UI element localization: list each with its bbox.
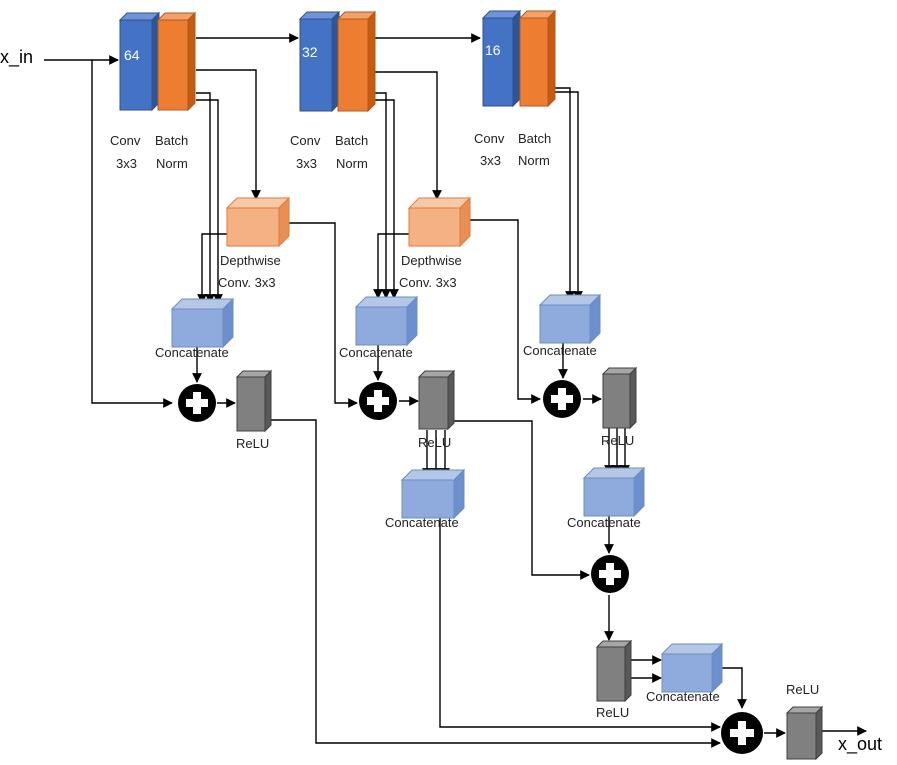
stage-3: 16 Conv 3x3 Batch Norm Concatenate ReLU — [474, 9, 724, 720]
depthwise-block-2 — [407, 196, 472, 248]
relu-block-final — [785, 705, 824, 761]
relu-3-label: ReLU — [601, 433, 634, 448]
conv-3-filters: 16 — [485, 42, 501, 58]
concat6-to-final-add — [722, 667, 747, 709]
stage-2: 32 Conv 3x3 Batch Norm Depthwise Conv. 3… — [290, 10, 472, 530]
output-stage: ReLU — [721, 682, 824, 761]
conv-1-label-line2: 3x3 — [116, 156, 137, 171]
concat-2-label: Concatenate — [339, 345, 413, 360]
relu-block-3 — [601, 366, 638, 430]
bn3-to-concat3-a — [553, 87, 575, 301]
stage-1: 64 Conv 3x3 Batch Norm Depthwise Conv. 3… — [110, 11, 291, 451]
depthwise-2-label-line2: Conv. 3x3 — [399, 275, 457, 290]
bn1-to-dw1-arrow — [196, 69, 261, 200]
add-node-final — [721, 712, 763, 754]
depthwise-1-label-line2: Conv. 3x3 — [218, 275, 276, 290]
concat-block-6 — [660, 642, 724, 694]
conv-block-2: 32 — [298, 10, 341, 113]
depthwise-2-label-line1: Depthwise — [401, 253, 462, 268]
bn2-to-concat2-b — [373, 99, 399, 299]
concat-block-2 — [354, 295, 419, 347]
concat-block-3 — [538, 293, 602, 345]
add-node-1 — [178, 384, 216, 422]
concat-3-label: Concatenate — [523, 343, 597, 358]
conv-block-1: 64 — [118, 11, 161, 112]
connections — [44, 33, 867, 748]
batchnorm-block-3 — [518, 9, 557, 108]
bn-2-label-line1: Batch — [335, 133, 368, 148]
output-label: x_out — [838, 734, 882, 755]
concat-block-1 — [170, 297, 235, 349]
bn-3-label-line2: Norm — [518, 153, 550, 168]
conv-2-label-line1: Conv — [290, 133, 321, 148]
concat4-to-final-add — [439, 518, 721, 732]
bn2-to-concat2-a — [373, 92, 391, 299]
relu2-to-add4 — [452, 420, 590, 580]
concat-1-label: Concatenate — [155, 345, 229, 360]
depthwise-1-label-line1: Depthwise — [220, 253, 281, 268]
bn2-to-dw2-arrow — [373, 71, 442, 200]
conv-3-label-line1: Conv — [474, 131, 505, 146]
relu-final-label: ReLU — [786, 682, 819, 697]
add-node-3 — [543, 380, 581, 418]
batchnorm-block-1 — [156, 11, 197, 112]
input-label: x_in — [0, 47, 33, 68]
relu1-to-final-add — [268, 419, 721, 748]
concat-block-5 — [582, 466, 646, 518]
skip-input-to-add1 — [91, 60, 173, 408]
dw1-to-concat1 — [197, 233, 228, 304]
depthwise-block-1 — [225, 196, 291, 248]
concat-block-4 — [400, 468, 466, 520]
conv-3-label-line2: 3x3 — [480, 153, 501, 168]
conv-1-label-line1: Conv — [110, 133, 141, 148]
conv-2-label-line2: 3x3 — [296, 156, 317, 171]
add-node-2 — [359, 382, 397, 420]
dw2-to-add3 — [468, 219, 541, 404]
bn-3-label-line1: Batch — [518, 131, 551, 146]
bn-1-label-line1: Batch — [155, 133, 188, 148]
conv-2-filters: 32 — [302, 44, 318, 60]
add-node-4 — [591, 555, 629, 593]
bn1-to-concat1-a — [196, 92, 215, 304]
bn3-to-concat3-b — [553, 91, 583, 301]
dw2-to-concat2 — [373, 233, 410, 299]
conv-block-3: 16 — [481, 9, 522, 108]
dw1-to-add2 — [288, 222, 358, 408]
relu-4-label: ReLU — [596, 705, 629, 720]
bn-2-label-line2: Norm — [336, 156, 368, 171]
relu-block-4 — [595, 639, 633, 703]
relu-2-label: ReLU — [418, 435, 451, 450]
concat-6-label: Concatenate — [646, 689, 720, 704]
concat-5-label: Concatenate — [567, 515, 641, 530]
relu-block-1 — [235, 369, 273, 433]
relu-block-2 — [417, 369, 456, 431]
bn1-to-concat1-b — [196, 99, 223, 304]
relu-1-label: ReLU — [236, 436, 269, 451]
concat-4-label: Concatenate — [385, 515, 459, 530]
conv-1-filters: 64 — [124, 47, 140, 63]
bn-1-label-line2: Norm — [156, 156, 188, 171]
batchnorm-block-2 — [336, 10, 377, 113]
